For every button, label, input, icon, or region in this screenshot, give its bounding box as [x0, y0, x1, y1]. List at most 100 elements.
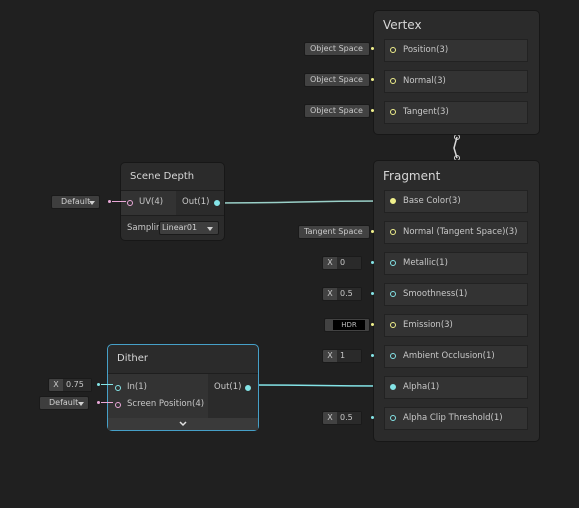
sampling-label: Samplin — [127, 223, 162, 233]
alpha-clip-axis: X — [327, 413, 333, 422]
vertex-slot-position[interactable]: Position(3) — [384, 39, 528, 62]
metallic-input-pin — [371, 261, 374, 264]
ambient-occlusion-value[interactable]: 1 — [337, 350, 361, 362]
fragment-slot-alpha-clip[interactable]: Alpha Clip Threshold(1) — [384, 407, 528, 430]
emission-label: Emission(3) — [403, 320, 453, 330]
dither-in-input[interactable]: X 0.75 — [48, 378, 92, 392]
uv-input-wire — [112, 201, 126, 202]
scene-depth-ports: UV(4) Out(1) — [121, 190, 224, 216]
chevron-down-icon — [179, 421, 187, 427]
fragment-slot-alpha[interactable]: Alpha(1) — [384, 376, 528, 399]
fragment-slot-base-color[interactable]: Base Color(3) — [384, 190, 528, 213]
uv-default-value: Default — [61, 197, 91, 206]
normal-ts-input-pin — [371, 230, 374, 233]
tangent-label: Tangent(3) — [403, 107, 449, 117]
vertex-slot-normal[interactable]: Normal(3) — [384, 70, 528, 93]
fragment-slot-emission[interactable]: Emission(3) — [384, 314, 528, 337]
normal-label: Normal(3) — [403, 76, 446, 86]
smoothness-axis: X — [327, 289, 333, 298]
dither-collapse-bar[interactable] — [108, 418, 258, 430]
ambient-occlusion-port[interactable] — [390, 353, 396, 359]
scene-depth-title: Scene Depth — [130, 171, 194, 182]
scene-depth-title-text: Scene Depth — [130, 171, 195, 182]
flow-connector — [453, 136, 458, 159]
fragment-block[interactable]: Fragment Base Color(3) Normal (Tangent S… — [373, 160, 540, 442]
dither-title: Dither — [117, 353, 149, 364]
vertex-slot-tangent[interactable]: Tangent(3) — [384, 101, 528, 124]
screen-position-wire — [101, 402, 113, 403]
chevron-down-icon — [207, 227, 213, 231]
metallic-axis: X — [327, 258, 333, 267]
alpha-clip-port[interactable] — [390, 415, 396, 421]
dither-out-label: Out(1) — [214, 382, 242, 392]
emission-color-input[interactable]: HDR — [324, 318, 370, 332]
normal-ts-space-input[interactable]: Tangent Space — [298, 225, 370, 239]
alpha-clip-label: Alpha Clip Threshold(1) — [403, 413, 503, 423]
wire-dither-to-alpha — [246, 384, 393, 387]
alpha-label: Alpha(1) — [403, 382, 440, 392]
normal-space-input[interactable]: Object Space — [304, 73, 370, 87]
dither-in-input-pin — [97, 383, 100, 386]
position-space-input[interactable]: Object Space — [304, 42, 370, 56]
base-color-port[interactable] — [390, 198, 396, 204]
chevron-down-icon — [78, 402, 84, 406]
hdr-badge: HDR — [333, 320, 365, 330]
scene-depth-node[interactable]: Scene Depth UV(4) Out(1) Samplin Linear0… — [120, 162, 225, 241]
sampling-value: Linear01 — [162, 223, 198, 232]
ambient-occlusion-axis: X — [327, 351, 333, 360]
screen-position-label: Screen Position(4) — [127, 399, 205, 409]
dither-in-axis: X — [53, 380, 59, 389]
alpha-clip-input-pin — [371, 416, 374, 419]
normal-input-pin — [371, 78, 374, 81]
position-input-pin — [371, 47, 374, 50]
dither-in-label: In(1) — [127, 382, 147, 392]
tangent-input-pin — [371, 109, 374, 112]
base-color-label: Base Color(3) — [403, 196, 461, 206]
fragment-slot-ambient-occlusion[interactable]: Ambient Occlusion(1) — [384, 345, 528, 368]
metallic-port[interactable] — [390, 260, 396, 266]
dither-out-port[interactable] — [245, 385, 251, 391]
position-port[interactable] — [390, 47, 396, 53]
smoothness-port[interactable] — [390, 291, 396, 297]
alpha-clip-value[interactable]: 0.5 — [337, 412, 361, 424]
uv-input-pin — [108, 200, 111, 203]
dither-node[interactable]: Dither In(1) Screen Position(4) Out(1) — [107, 344, 259, 431]
smoothness-input-pin — [371, 292, 374, 295]
tangent-space-input[interactable]: Object Space — [304, 104, 370, 118]
vertex-block[interactable]: Vertex Position(3) Normal(3) Tangent(3) — [373, 10, 540, 135]
metallic-value[interactable]: 0 — [337, 257, 361, 269]
smoothness-value[interactable]: 0.5 — [337, 288, 361, 300]
emission-port[interactable] — [390, 322, 396, 328]
screen-position-port[interactable] — [115, 402, 121, 408]
normal-port[interactable] — [390, 78, 396, 84]
vertex-title: Vertex — [383, 18, 422, 32]
dither-in-port[interactable] — [115, 385, 121, 391]
alpha-clip-input[interactable]: X 0.5 — [322, 411, 362, 425]
fragment-slot-smoothness[interactable]: Smoothness(1) — [384, 283, 528, 306]
wire-scene-depth-to-base-color — [214, 200, 393, 204]
uv-port[interactable] — [127, 200, 133, 206]
scene-depth-output-section: Out(1) — [176, 191, 224, 215]
dither-in-value[interactable]: 0.75 — [63, 379, 91, 391]
sampling-dropdown[interactable]: Linear01 — [159, 221, 219, 235]
smoothness-label: Smoothness(1) — [403, 289, 468, 299]
smoothness-input[interactable]: X 0.5 — [322, 287, 362, 301]
scene-depth-out-label: Out(1) — [182, 197, 210, 207]
tangent-port[interactable] — [390, 109, 396, 115]
dither-ports: In(1) Screen Position(4) Out(1) — [108, 373, 258, 418]
fragment-title: Fragment — [383, 169, 441, 183]
screen-position-dropdown[interactable]: Default — [39, 396, 89, 410]
metallic-label: Metallic(1) — [403, 258, 448, 268]
normal-ts-label: Normal (Tangent Space)(3) — [403, 227, 518, 237]
fragment-slot-metallic[interactable]: Metallic(1) — [384, 252, 528, 275]
uv-label: UV(4) — [139, 197, 164, 207]
alpha-port[interactable] — [390, 384, 396, 390]
dither-in-wire — [101, 384, 113, 385]
uv-default-dropdown[interactable]: Default — [51, 195, 100, 209]
ambient-occlusion-label: Ambient Occlusion(1) — [403, 351, 495, 361]
normal-ts-port[interactable] — [390, 229, 396, 235]
fragment-slot-normal[interactable]: Normal (Tangent Space)(3) — [384, 221, 528, 244]
scene-depth-out-port[interactable] — [214, 200, 220, 206]
